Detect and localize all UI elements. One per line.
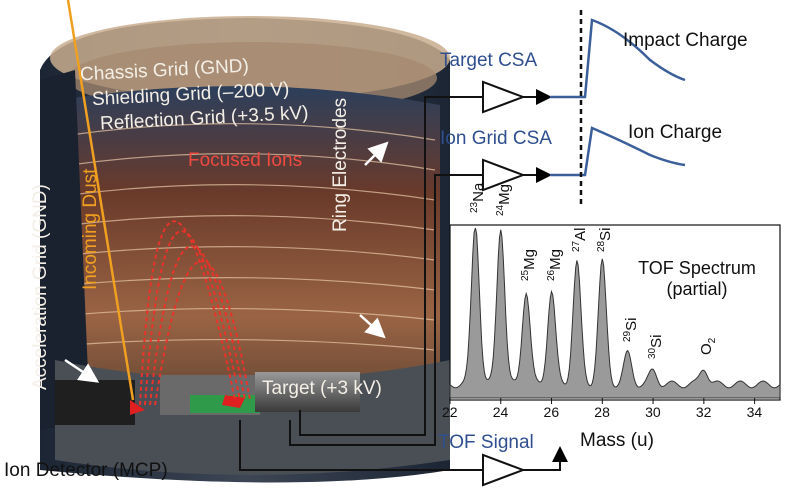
tof-title: TOF Spectrum (partial) [622,258,772,300]
peak-label: 25Mg [520,248,539,281]
target-csa-label: Target CSA [440,50,538,71]
signal-wires [239,96,483,471]
tof-x-axis-label: Mass (u) [580,430,654,451]
ion-spot [222,395,245,408]
impact-charge-waveform [550,18,686,99]
impact-spot [130,400,145,415]
x-tick-label: 22 [442,404,458,420]
x-tick-label: 24 [492,404,509,420]
ion-detector-block [55,380,135,425]
focused-ion-trajectories [139,220,251,406]
peak-label: 23Na [469,182,488,213]
tof-spectrum-panel [449,224,781,404]
inner-chamber [60,86,440,393]
ion-charge-waveform [550,126,686,177]
peak-label: 27Al [570,227,589,252]
tof-spectrum-area [449,227,781,399]
acceleration-grid-label: Acceleration Grid (GND) [30,184,51,390]
peak-label: 29Si [621,317,640,342]
ion-detector-label: Ion Detector (MCP) [4,460,168,481]
ion-charge-label: Ion Charge [628,122,723,143]
target-label: Target (+3 kV) [262,378,382,399]
tof-subtitle-text: (partial) [666,279,728,299]
acceleration-grid-wall [40,70,90,430]
x-tick-label: 26 [543,404,560,420]
x-tick-label: 34 [746,404,763,420]
ion-grid-csa-amplifier [482,158,552,192]
detector-pointer-arrow [64,358,100,383]
peak-label: 30Si [647,334,666,359]
tof-title-text: TOF Spectrum [638,258,756,278]
incoming-dust-path [66,0,135,401]
ring-pointer-arrow-top [364,141,389,166]
tof-amplifier [482,446,568,487]
peak-label: 26Mg [545,248,564,281]
tof-x-axis [449,398,756,404]
tof-signal-label: TOF Signal [438,432,534,453]
focused-ions-label: Focused Ions [188,150,303,171]
x-tick-label: 32 [695,404,712,420]
ring-electrodes-label: Ring Electrodes [330,97,351,232]
peak-label: 24Mg [494,184,513,217]
x-tick-label: 30 [645,404,661,420]
target-plate [255,372,360,412]
impact-charge-label: Impact Charge [623,30,748,51]
peak-label: O2 [697,338,718,356]
x-tick-label: 28 [594,404,610,420]
peak-label: 28Si [596,227,615,252]
target-csa-amplifier [482,80,552,114]
incoming-dust-label: Incoming Dust [80,168,101,290]
ring-pointer-arrow-bottom [359,314,386,339]
ion-grid-csa-label: Ion Grid CSA [440,128,552,149]
